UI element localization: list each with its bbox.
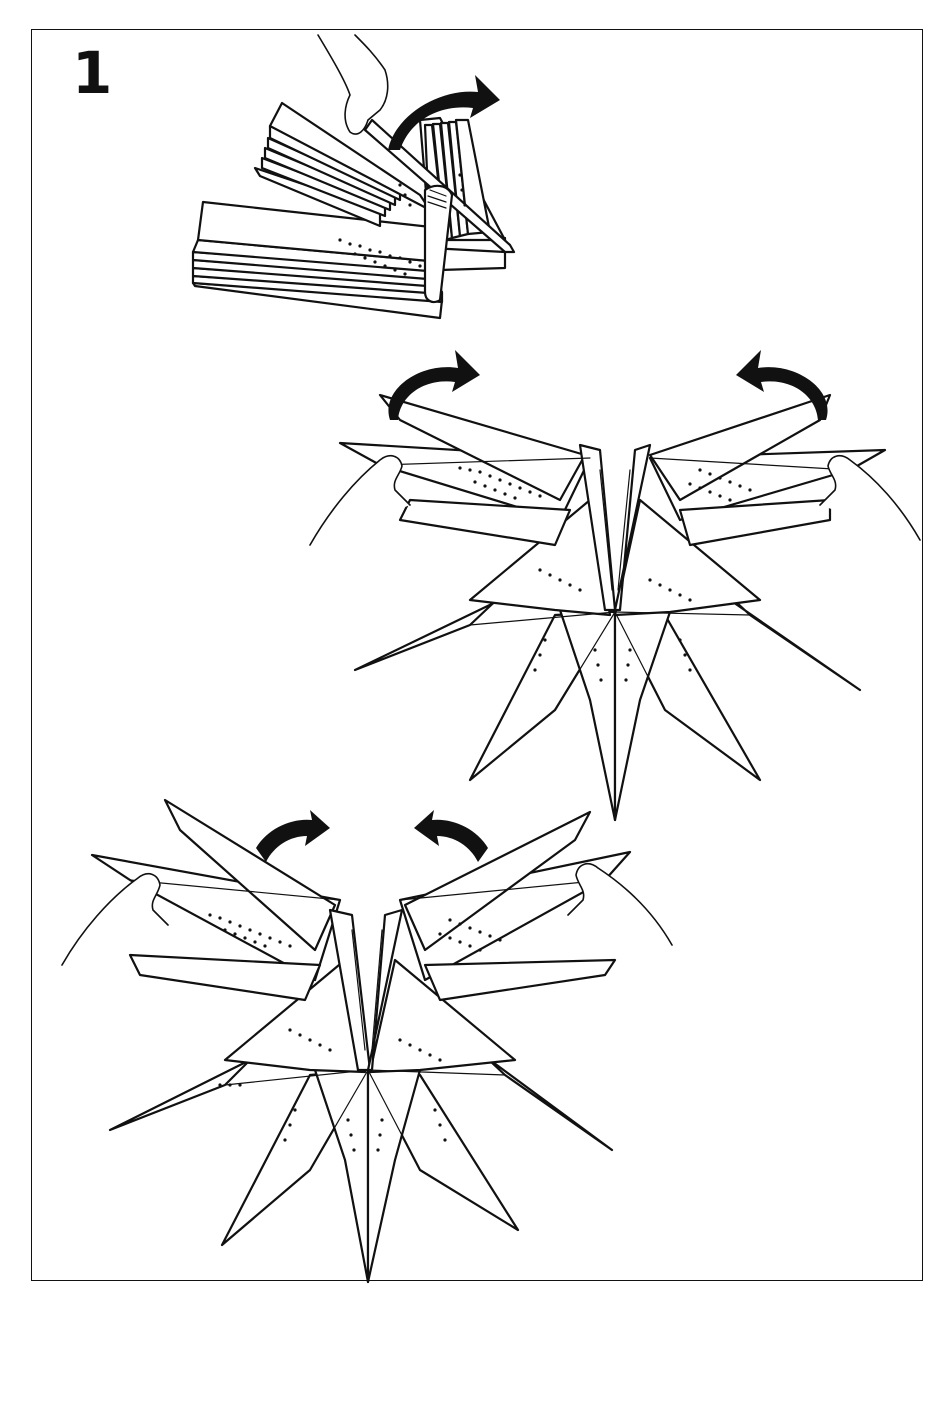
unfolding-star-lower — [62, 800, 672, 1282]
stacked-star-points-with-clip — [193, 35, 514, 318]
unfolding-star-upper — [310, 350, 920, 820]
